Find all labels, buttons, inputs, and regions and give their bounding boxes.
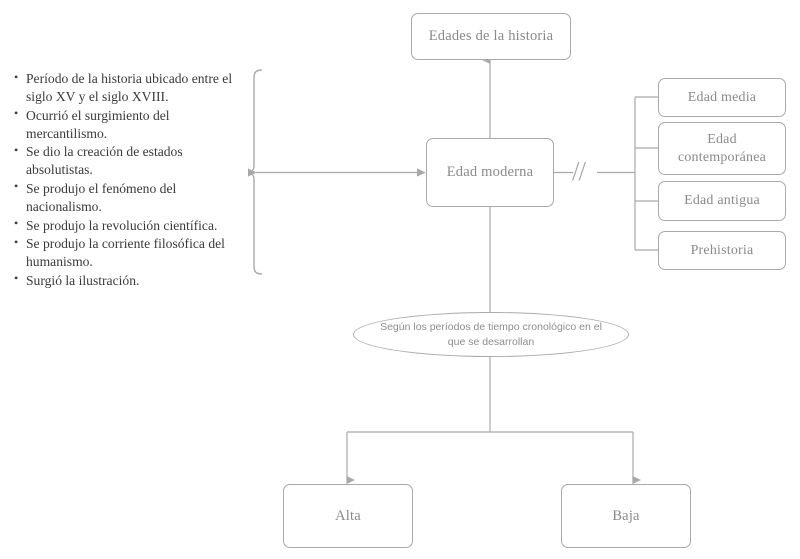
list-item: Ocurrió el surgimiento del mercantilismo…	[14, 106, 250, 143]
list-item: Se produjo la revolución científica.	[14, 216, 250, 235]
node-label: Edades de la historia	[428, 28, 554, 45]
ellipse-label: Según los períodos de tiempo cronológico…	[380, 321, 602, 348]
node-label: Edad antigua	[684, 193, 760, 209]
timeline-break-marker: //	[572, 156, 586, 186]
list-item: Período de la historia ubicado entre el …	[14, 69, 250, 106]
node-label: Baja	[612, 507, 640, 524]
characteristics-list: Período de la historia ubicado entre el …	[14, 69, 250, 290]
list-item: Se produjo la corriente filosófica del h…	[14, 235, 250, 271]
node-edad-antigua[interactable]: Edad antigua	[658, 181, 786, 221]
node-edades-de-la-historia[interactable]: Edades de la historia	[411, 13, 571, 60]
node-label: Edad contemporánea	[677, 132, 767, 165]
node-label: Alta	[335, 507, 361, 524]
list-item: Se dio la creación de estados absolutist…	[14, 143, 250, 179]
node-alta[interactable]: Alta	[283, 484, 413, 548]
node-criteria-ellipse[interactable]: Según los períodos de tiempo cronológico…	[353, 312, 629, 357]
node-label: Edad moderna	[446, 164, 534, 181]
node-prehistoria[interactable]: Prehistoria	[658, 231, 786, 270]
node-edad-media[interactable]: Edad media	[658, 78, 786, 117]
node-label: Edad media	[687, 89, 757, 105]
list-item: Se produjo el fenómeno del nacionalismo.	[14, 179, 250, 216]
left-bracket	[247, 69, 263, 275]
node-baja[interactable]: Baja	[561, 484, 691, 548]
node-edad-moderna[interactable]: Edad moderna	[426, 138, 554, 207]
list-item: Surgió la ilustración.	[14, 271, 250, 290]
node-label: Prehistoria	[690, 242, 754, 258]
node-edad-contemporanea[interactable]: Edad contemporánea	[658, 122, 786, 175]
